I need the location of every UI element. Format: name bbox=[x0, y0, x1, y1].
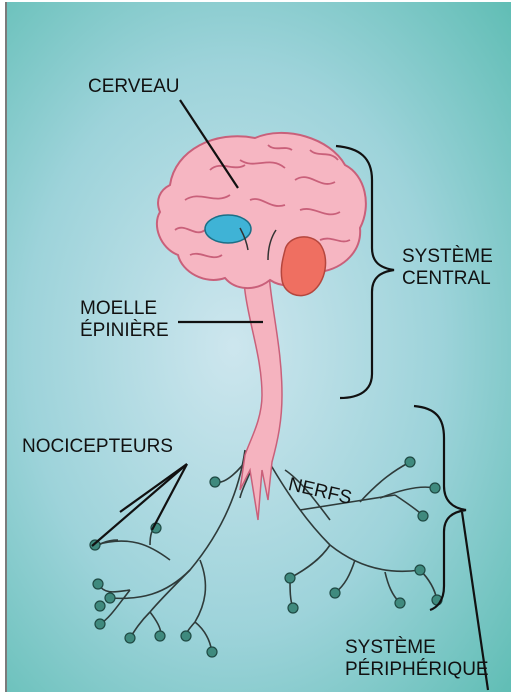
label-periph-line2: PÉRIPHÉRIQUE bbox=[345, 659, 489, 681]
label-periph-line1: SYSTÈME bbox=[345, 637, 489, 659]
receptor-dot bbox=[95, 619, 105, 629]
blue-brain-region bbox=[205, 215, 251, 243]
receptor-dot bbox=[105, 593, 115, 603]
receptor-dot bbox=[405, 457, 415, 467]
label-systeme-central: SYSTÈME CENTRAL bbox=[402, 246, 493, 290]
receptor-dot bbox=[288, 603, 298, 613]
receptor-dot bbox=[395, 598, 405, 608]
label-central-line1: SYSTÈME bbox=[402, 246, 493, 268]
label-nocicepteurs: NOCICEPTEURS bbox=[22, 436, 173, 458]
receptor-dot bbox=[93, 579, 103, 589]
receptor-dot bbox=[181, 631, 191, 641]
receptor-dot bbox=[430, 483, 440, 493]
receptor-dot bbox=[418, 511, 428, 521]
label-central-line2: CENTRAL bbox=[402, 268, 493, 290]
label-cerveau: CERVEAU bbox=[88, 76, 180, 98]
label-moelle-epiniere: MOELLE ÉPINIÈRE bbox=[80, 298, 169, 342]
label-systeme-peripherique: SYSTÈME PÉRIPHÉRIQUE bbox=[345, 637, 489, 681]
label-moelle-line1: MOELLE bbox=[80, 298, 169, 320]
receptor-dot bbox=[210, 477, 220, 487]
receptor-dot bbox=[207, 647, 217, 657]
receptor-dot bbox=[155, 631, 165, 641]
receptor-dot bbox=[125, 633, 135, 643]
receptor-dot bbox=[95, 601, 105, 611]
label-moelle-line2: ÉPINIÈRE bbox=[80, 320, 169, 342]
receptor-dot bbox=[330, 588, 340, 598]
receptor-dot bbox=[415, 565, 425, 575]
receptor-dot bbox=[285, 573, 295, 583]
